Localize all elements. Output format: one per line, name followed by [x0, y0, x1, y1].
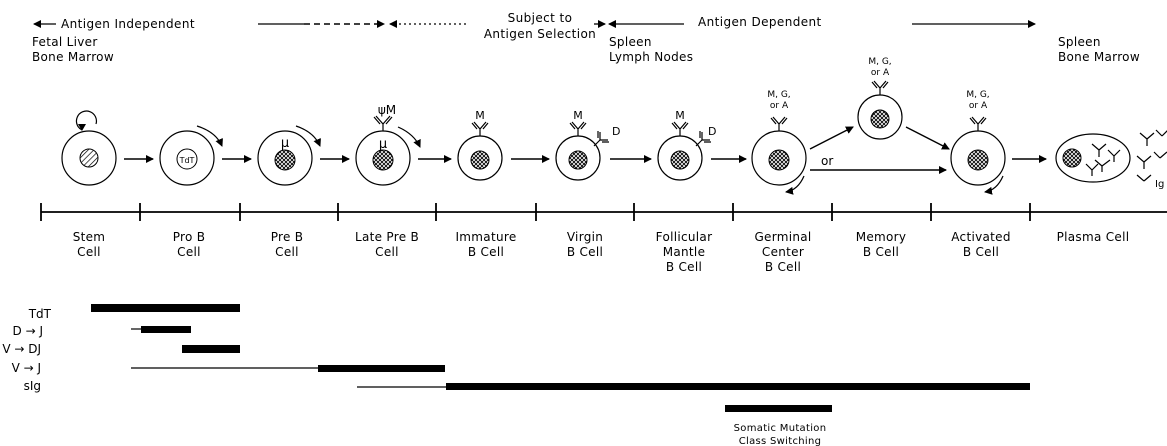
stage-plasma-line1: Plasma Cell	[1057, 230, 1130, 244]
somatic-mutation-bar	[725, 405, 832, 412]
expression-row-labels: TdT D → J V → DJ V → J sIg	[2, 307, 51, 393]
somatic-mutation-label: Somatic Mutation	[734, 423, 827, 434]
stage-activated-line1: Activated	[951, 230, 1011, 244]
virgin-b-cell: M D	[555, 109, 620, 181]
stage-pro-b-line1: Pro B	[173, 230, 206, 244]
stage-germinal-line3: B Cell	[765, 260, 801, 274]
row-label-d-j: D → J	[13, 324, 43, 338]
memory-mga-line1: M, G,	[868, 57, 891, 67]
stage-follicular-line3: B Cell	[666, 260, 702, 274]
antigen-independent-label: Antigen Independent	[61, 17, 195, 31]
bone-marrow-left-label: Bone Marrow	[32, 50, 114, 64]
germinal-center-b-cell: M, G, or A	[751, 90, 807, 195]
stage-activated-line2: B Cell	[963, 245, 999, 259]
activated-mga-line1: M, G,	[966, 90, 989, 100]
memory-mga-line2: or A	[871, 68, 890, 78]
follicular-d-label: D	[708, 125, 716, 138]
stage-germinal-line1: Germinal	[754, 230, 811, 244]
stage-follicular-line1: Follicular	[656, 230, 713, 244]
follicular-mantle-b-cell: M D	[657, 109, 716, 181]
mu-chain-label: μ	[281, 136, 289, 151]
stage-late-pre-b-line1: Late Pre B	[355, 230, 419, 244]
phase-header: Antigen Independent Subject to Antigen S…	[33, 11, 1036, 41]
expression-bars	[91, 304, 1030, 412]
stem-cell	[61, 110, 117, 186]
class-switching-label: Class Switching	[739, 436, 822, 446]
activated-b-cell: M, G, or A	[950, 90, 1006, 195]
tdt-bar	[91, 304, 240, 312]
stage-immature-line1: Immature	[455, 230, 516, 244]
stage-virgin-line1: Virgin	[567, 230, 603, 244]
stage-memory-line2: B Cell	[863, 245, 899, 259]
stage-follicular-line2: Mantle	[663, 245, 706, 259]
spleen-right-label: Spleen	[1058, 35, 1101, 49]
location-labels: Fetal Liver Bone Marrow Spleen Lymph Nod…	[32, 35, 1140, 64]
plasma-cell: Ig	[1055, 129, 1167, 190]
lymph-nodes-label: Lymph Nodes	[609, 50, 693, 64]
stage-memory-line1: Memory	[856, 230, 907, 244]
virgin-d-label: D	[612, 125, 620, 138]
germinal-mga-line1: M, G,	[767, 90, 790, 100]
stage-labels: Stem Cell Pro B Cell Pre B Cell Late Pre…	[73, 230, 1130, 274]
activated-mga-line2: or A	[969, 101, 988, 111]
or-label: or	[821, 154, 833, 168]
pre-b-cell: μ	[257, 125, 321, 186]
virgin-m-label: M	[573, 109, 583, 122]
late-mu-label: μ	[379, 137, 387, 152]
stage-virgin-line2: B Cell	[567, 245, 603, 259]
secreted-ig-icons	[1136, 129, 1167, 182]
germinal-mga-line2: or A	[770, 101, 789, 111]
intracellular-ig-icons	[1085, 143, 1121, 176]
row-label-sig: sIg	[24, 379, 41, 393]
row-label-v-dj: V → DJ	[2, 342, 41, 356]
sig-bar	[446, 383, 1030, 390]
stage-germinal-line2: Center	[762, 245, 804, 259]
stage-pre-b-line2: Cell	[275, 245, 299, 259]
late-pre-b-cell: μ ψM	[355, 103, 421, 186]
stage-immature-line2: B Cell	[468, 245, 504, 259]
d-j-bar	[141, 326, 191, 333]
antigen-selection-label: Antigen Selection	[484, 27, 596, 41]
spleen-mid-label: Spleen	[609, 35, 652, 49]
row-label-v-j: V → J	[12, 361, 41, 375]
memory-b-cell: M, G, or A	[857, 57, 903, 140]
stage-pre-b-line1: Pre B	[271, 230, 304, 244]
immature-m-label: M	[475, 109, 485, 122]
pro-b-cell: TdT	[159, 125, 223, 186]
stage-pro-b-line2: Cell	[177, 245, 201, 259]
row-label-tdt: TdT	[28, 307, 52, 321]
stage-late-pre-b-line2: Cell	[375, 245, 399, 259]
fetal-liver-label: Fetal Liver	[32, 35, 98, 49]
v-dj-bar	[182, 345, 240, 353]
antigen-dependent-label: Antigen Dependent	[698, 15, 822, 29]
progression-arrows	[124, 126, 1047, 174]
tdt-nucleus-label: TdT	[179, 156, 195, 165]
stage-stem-line1: Stem	[73, 230, 106, 244]
stage-stem-line2: Cell	[77, 245, 101, 259]
follicular-m-label: M	[675, 109, 685, 122]
bone-marrow-right-label: Bone Marrow	[1058, 50, 1140, 64]
psi-m-label: ψM	[378, 103, 396, 117]
v-j-bar	[318, 365, 445, 372]
immature-b-cell: M	[457, 109, 503, 181]
subject-to-label: Subject to	[508, 11, 573, 25]
ig-label: Ig	[1155, 179, 1164, 190]
stage-timeline-axis	[40, 203, 1167, 221]
